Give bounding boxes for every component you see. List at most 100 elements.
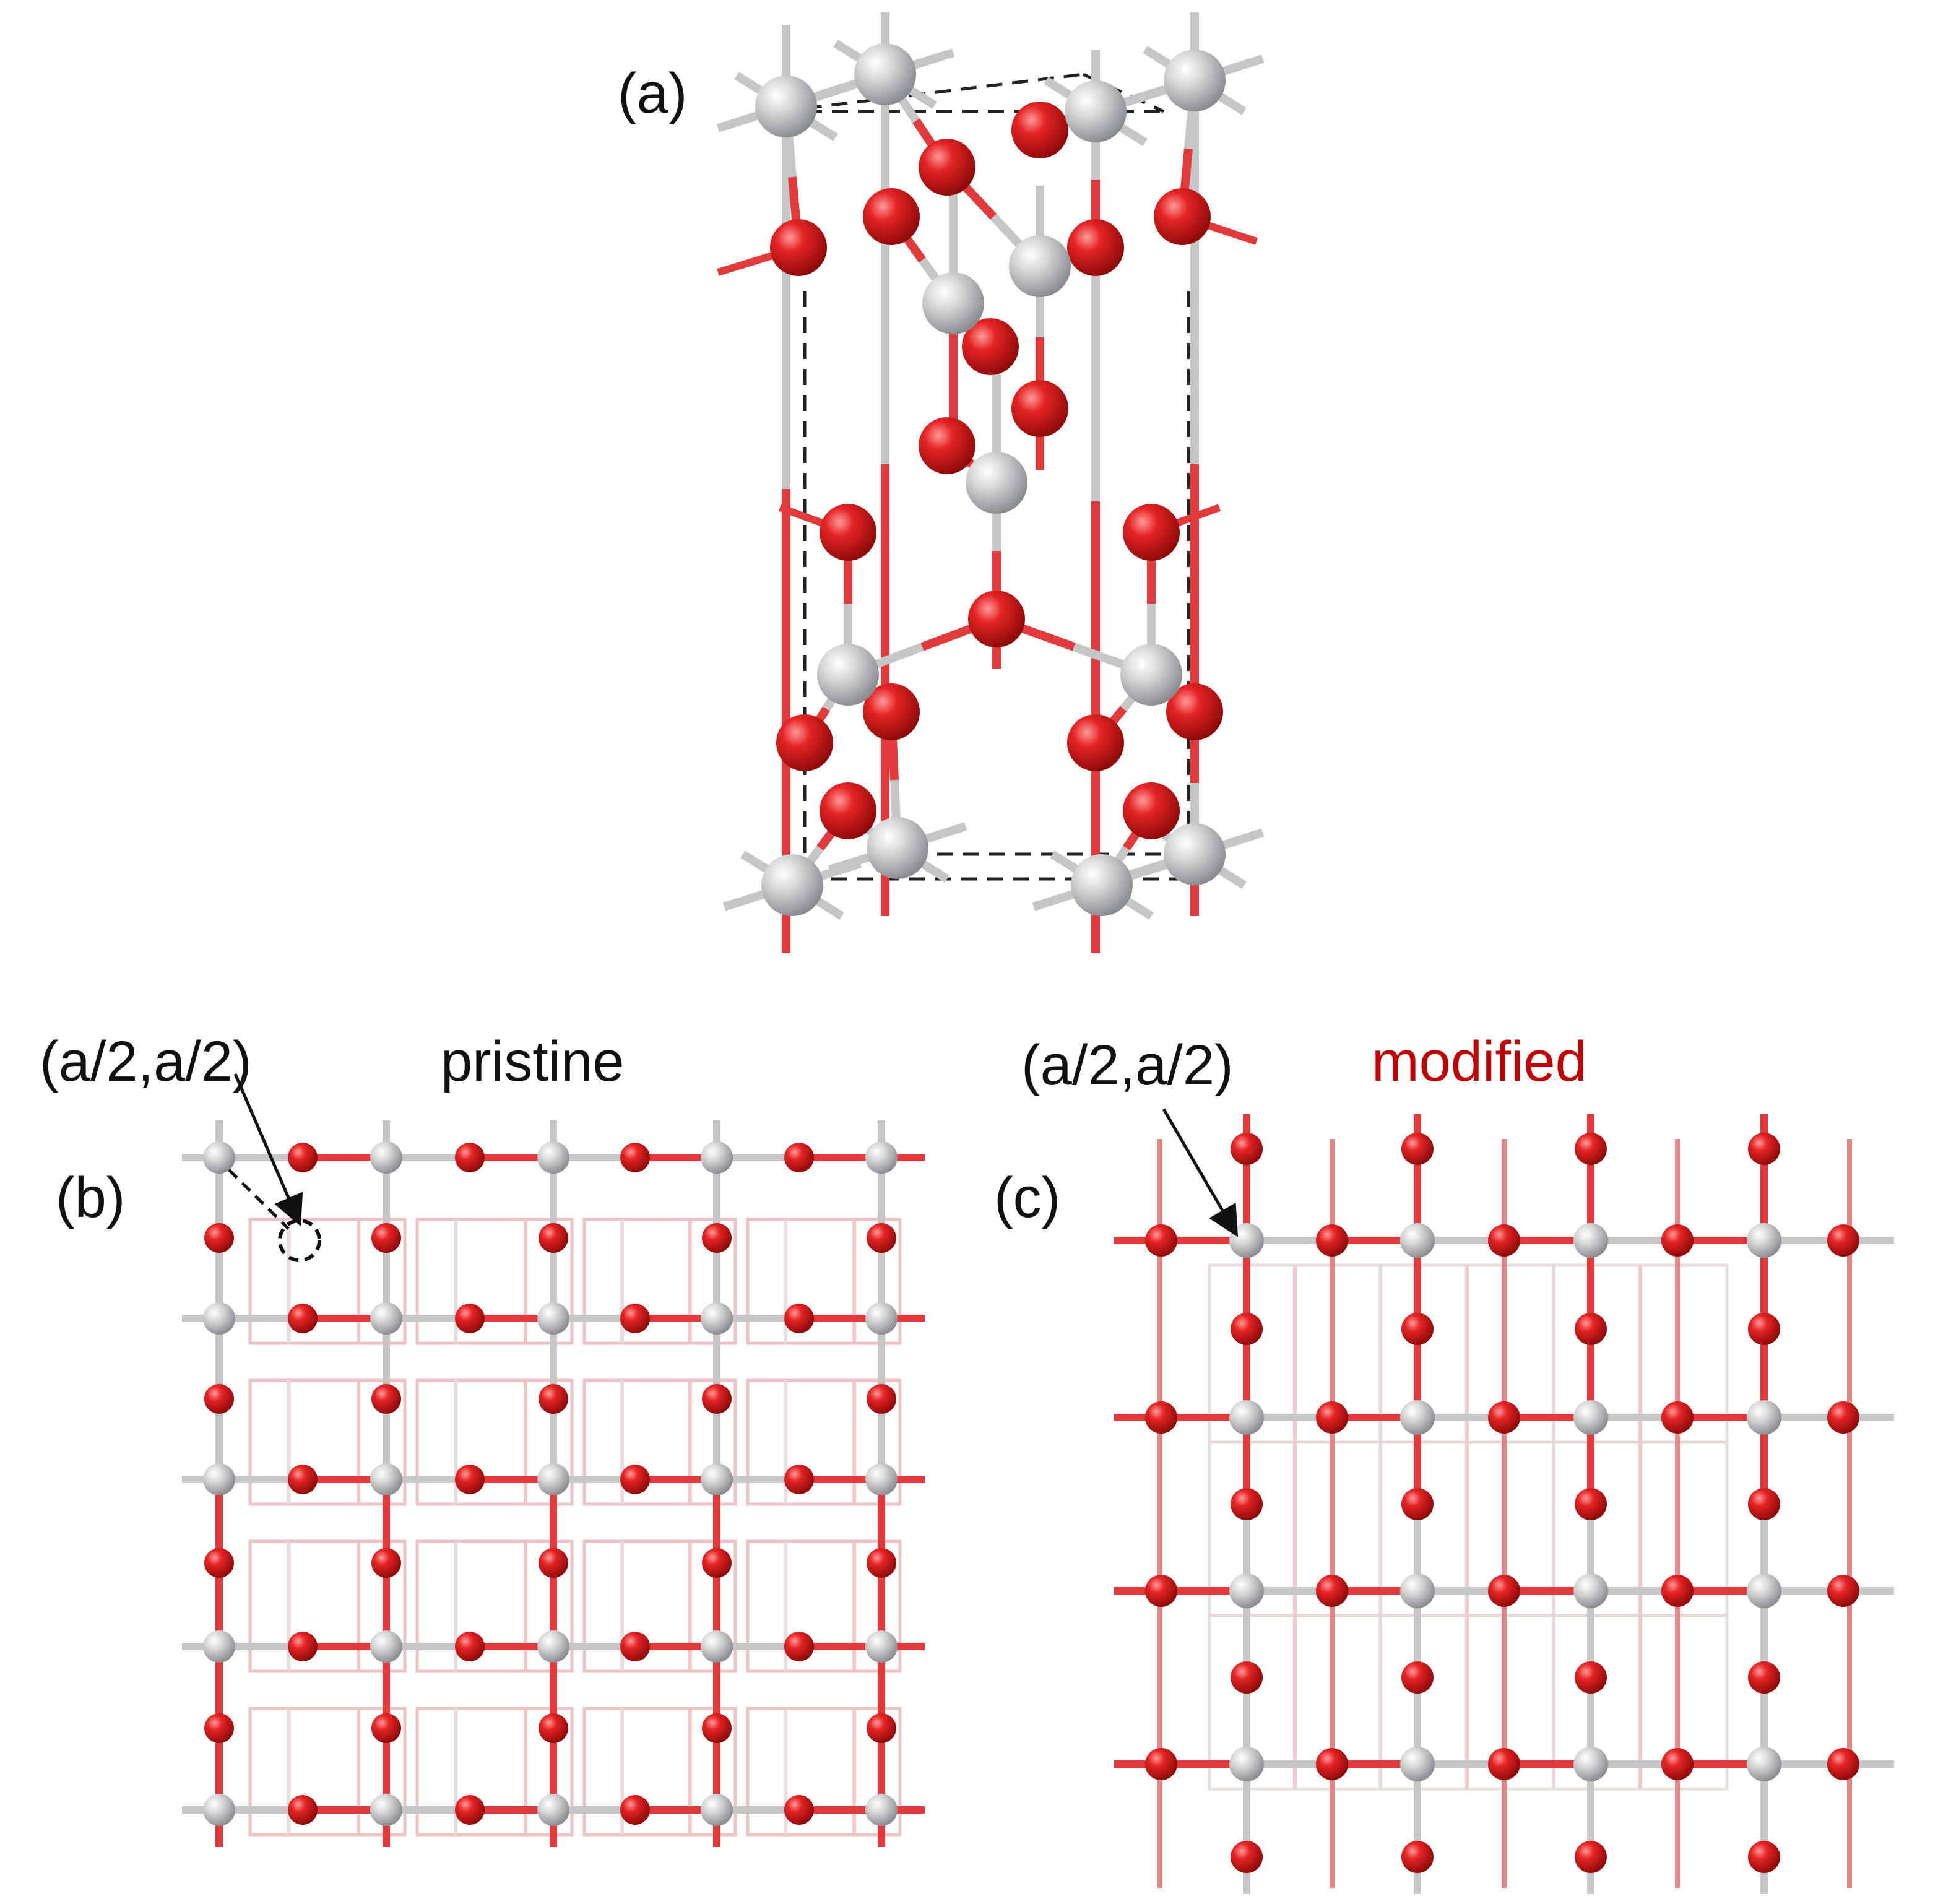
- cation-atom: [1164, 50, 1226, 111]
- panel-b-vacancy-marker: [278, 1219, 321, 1262]
- oxygen-atom: [784, 1632, 814, 1661]
- oxygen-atom: [1401, 1133, 1434, 1165]
- cation-atom: [865, 1463, 898, 1495]
- panel-a-label: (a): [618, 62, 687, 125]
- oxygen-atom: [455, 1143, 485, 1172]
- oxygen-atom: [1575, 1488, 1607, 1520]
- oxygen-atom: [1748, 1841, 1780, 1873]
- oxygen-atom: [820, 782, 876, 839]
- oxygen-atom: [455, 1465, 485, 1494]
- oxygen-atom: [919, 417, 975, 474]
- cation-atom: [1400, 1400, 1435, 1435]
- panel-c: [1114, 1108, 1894, 1894]
- oxygen-atom: [784, 1304, 814, 1333]
- oxygen-atom: [204, 1713, 234, 1743]
- panel-c-annotation: (a/2,a/2): [1021, 1034, 1234, 1097]
- cation-atom: [817, 644, 879, 706]
- oxygen-atom: [1401, 1661, 1434, 1694]
- cation-atom: [701, 1302, 733, 1335]
- cation-atom: [203, 1463, 235, 1495]
- cation-atom: [1229, 1747, 1264, 1781]
- oxygen-atom: [1231, 1661, 1263, 1694]
- cation-atom: [1573, 1747, 1608, 1781]
- faint-cage: [582, 1218, 737, 1345]
- oxygen-atom: [288, 1795, 318, 1825]
- cation-atom: [1400, 1747, 1435, 1781]
- oxygen-atom: [1166, 683, 1223, 740]
- oxygen-atom: [1145, 1224, 1177, 1257]
- panel-a: [716, 12, 1265, 953]
- cation-atom: [865, 1302, 898, 1335]
- oxygen-atom: [455, 1795, 485, 1825]
- oxygen-atom: [1827, 1575, 1859, 1607]
- cation-atom: [854, 43, 916, 105]
- oxygen-atom: [1488, 1224, 1520, 1257]
- faint-cage: [415, 1539, 574, 1673]
- oxygen-atom: [1401, 1313, 1434, 1345]
- cation-atom: [1573, 1400, 1608, 1435]
- oxygen-atom: [539, 1713, 568, 1743]
- oxygen-atom: [919, 139, 975, 196]
- cation-atom: [1164, 823, 1226, 885]
- cation-atom: [701, 1141, 733, 1174]
- faint-cage: [582, 1378, 737, 1506]
- cation-atom: [966, 452, 1027, 514]
- cation-atom: [370, 1302, 402, 1335]
- oxygen-atom: [863, 683, 920, 740]
- oxygen-atom: [1231, 1841, 1263, 1873]
- oxygen-atom: [1145, 1401, 1177, 1434]
- cation-atom: [370, 1630, 402, 1663]
- oxygen-atom: [288, 1304, 318, 1333]
- cation-atom: [370, 1794, 402, 1826]
- oxygen-atom: [1123, 504, 1180, 561]
- oxygen-atom: [539, 1384, 568, 1414]
- faint-cage: [582, 1539, 737, 1673]
- faint-cage: [415, 1707, 574, 1837]
- cation-atom: [1009, 235, 1071, 297]
- oxygen-atom: [620, 1143, 650, 1172]
- oxygen-atom: [1011, 102, 1068, 158]
- panel-b: [182, 1073, 925, 1847]
- oxygen-atom: [867, 1384, 896, 1414]
- panel-b-annotation-arrow: [233, 1073, 303, 1227]
- oxygen-atom: [1661, 1401, 1694, 1434]
- cation-atom: [1400, 1573, 1435, 1608]
- cation-atom: [1229, 1400, 1264, 1435]
- oxygen-atom: [776, 714, 833, 771]
- panel-c-lattice: [1114, 1114, 1894, 1894]
- oxygen-atom: [620, 1795, 650, 1825]
- faint-cage: [746, 1218, 902, 1345]
- oxygen-atom: [1401, 1841, 1434, 1873]
- cation-atom: [1747, 1747, 1781, 1781]
- cation-atom: [867, 817, 928, 879]
- oxygen-atom: [784, 1143, 814, 1172]
- oxygen-atom: [1316, 1748, 1348, 1780]
- cation-atom: [865, 1794, 898, 1826]
- faint-cage: [248, 1707, 407, 1837]
- faint-cage: [248, 1218, 407, 1345]
- cation-atom: [203, 1302, 235, 1335]
- oxygen-atom: [1488, 1575, 1520, 1607]
- oxygen-atom: [1231, 1313, 1263, 1345]
- cation-atom: [701, 1630, 733, 1663]
- oxygen-atom: [770, 219, 827, 276]
- cation-atom: [537, 1794, 569, 1826]
- oxygen-atom: [204, 1384, 234, 1414]
- oxygen-atom: [1231, 1488, 1263, 1520]
- oxygen-atom: [204, 1548, 234, 1578]
- faint-cage: [415, 1378, 574, 1506]
- cation-atom: [701, 1463, 733, 1495]
- oxygen-atom: [1827, 1748, 1859, 1780]
- panel-a-atoms: [755, 43, 1226, 916]
- cation-atom: [203, 1794, 235, 1826]
- oxygen-atom: [1145, 1575, 1177, 1607]
- panel-b-title: pristine: [441, 1030, 625, 1093]
- oxygen-atom: [1488, 1401, 1520, 1434]
- oxygen-atom: [1827, 1401, 1859, 1434]
- oxygen-atom: [371, 1548, 401, 1578]
- oxygen-atom: [1661, 1224, 1694, 1257]
- oxygen-atom: [863, 188, 920, 245]
- cation-atom: [537, 1302, 569, 1335]
- oxygen-atom: [539, 1548, 568, 1578]
